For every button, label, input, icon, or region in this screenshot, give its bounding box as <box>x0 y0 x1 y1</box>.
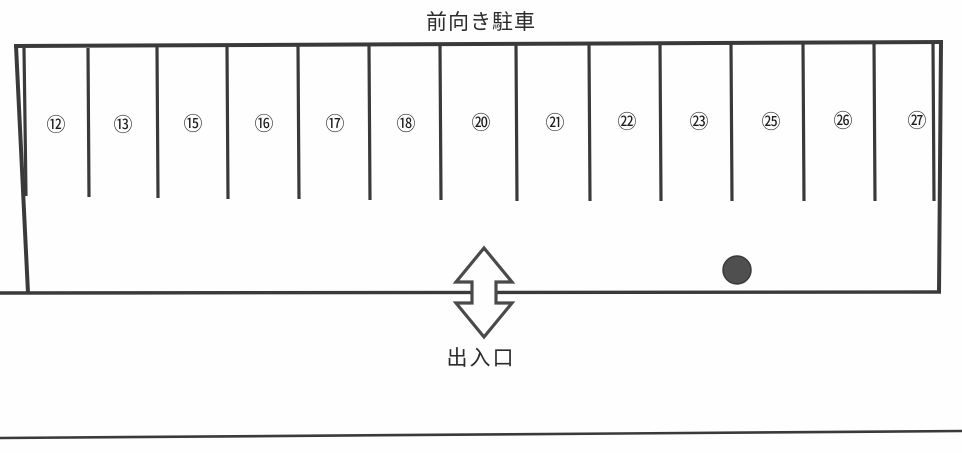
lot-left-border <box>14 45 30 294</box>
stall-number-13: ⑬ <box>113 114 133 136</box>
lot-right-border <box>937 41 943 294</box>
stall-divider <box>438 44 443 201</box>
stall-divider <box>872 41 877 202</box>
stall-number-17: ⑰ <box>325 113 345 135</box>
road-far-edge-line <box>0 429 962 440</box>
stall-divider <box>801 42 806 202</box>
stall-number-22: ㉒ <box>617 111 637 133</box>
utility-pole-marker <box>722 255 752 285</box>
stall-divider <box>225 46 230 200</box>
stall-divider <box>931 41 936 202</box>
stall-divider <box>22 47 28 197</box>
entrance-exit-label: 出入口 <box>446 346 516 370</box>
stall-number-26: ㉖ <box>833 110 853 132</box>
stall-number-20: ⑳ <box>471 112 491 134</box>
stall-number-27: ㉗ <box>907 110 927 132</box>
page-title: 前向き駐車 <box>426 10 536 34</box>
stall-divider <box>658 43 663 202</box>
stall-number-12: ⑫ <box>46 114 66 136</box>
stall-divider <box>367 45 372 201</box>
stall-divider <box>729 42 734 202</box>
stall-divider <box>155 46 160 199</box>
stall-divider <box>514 44 519 202</box>
stall-number-23: ㉓ <box>689 111 709 133</box>
stall-divider <box>296 45 301 200</box>
stall-divider <box>86 47 91 198</box>
stall-divider <box>587 43 592 202</box>
stall-number-21: ㉑ <box>545 112 565 134</box>
lot-top-border <box>13 40 944 48</box>
stall-number-16: ⑯ <box>254 113 274 135</box>
stall-number-15: ⑮ <box>183 113 203 135</box>
stall-number-25: ㉕ <box>761 111 781 133</box>
stall-dividers <box>22 41 936 202</box>
two-way-entrance-arrow <box>452 245 516 340</box>
stall-number-18: ⑱ <box>396 113 416 135</box>
